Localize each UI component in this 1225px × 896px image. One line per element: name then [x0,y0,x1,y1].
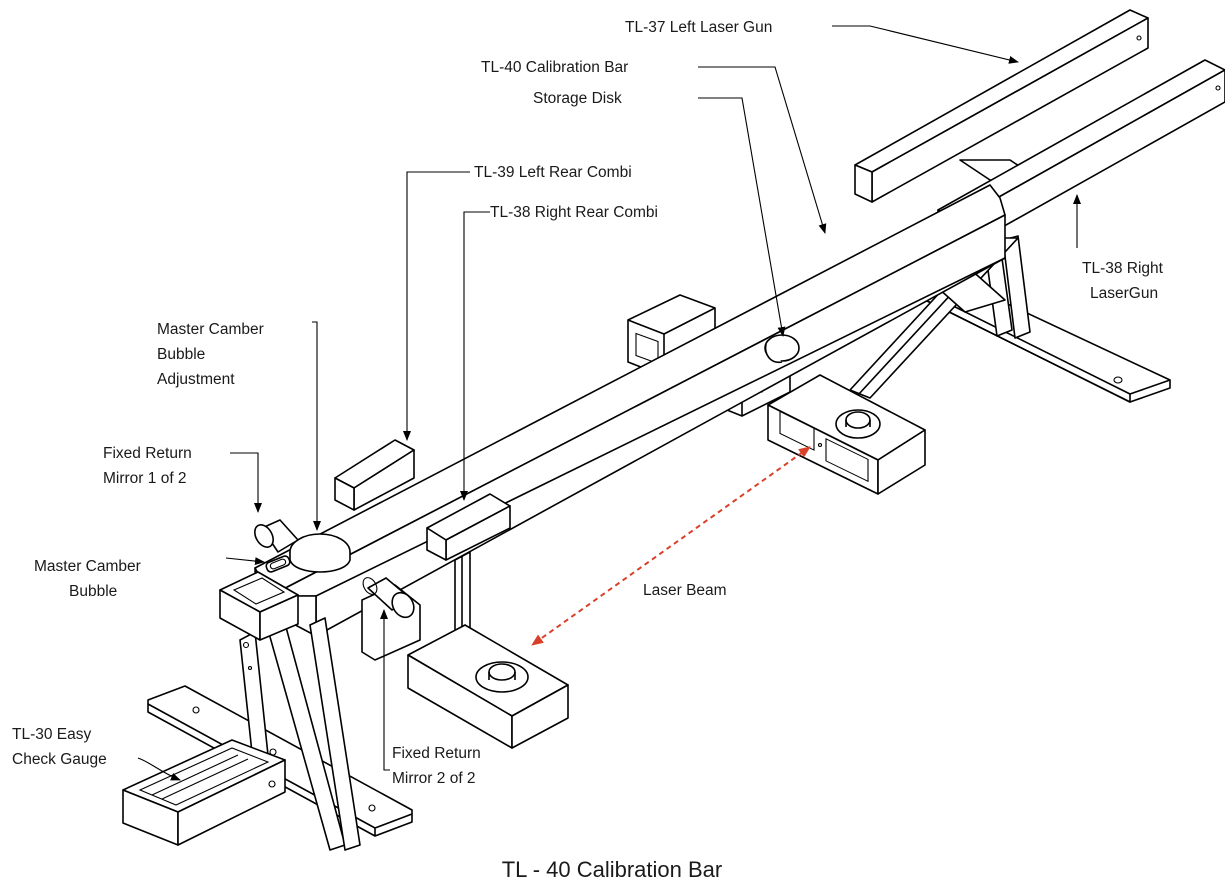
label-master-camber-adjustment-line3: Adjustment [157,371,235,388]
bolt-hole [1113,376,1123,384]
tl-37-left-laser-gun [854,9,1149,203]
tl-40-storage-disk [764,334,800,364]
label-tl-37-left-laser-gun: TL-37 Left Laser Gun [625,19,772,36]
leader-lines [137,25,1081,781]
label-master-camber-bubble-line2: Bubble [69,583,117,600]
label-tl-38-right-laser-line2: LaserGun [1090,285,1158,302]
label-tl-38-right-laser-line1: TL-38 Right [1082,260,1164,277]
label-master-camber-adjustment-line1: Master Camber [157,321,264,338]
label-laser-beam: Laser Beam [643,582,727,599]
tl-38-right-rear-combi [426,493,511,669]
labels: TL-37 Left Laser Gun TL-40 Calibration B… [12,19,1164,882]
fixed-return-mirror-2 [362,577,415,619]
diagram-title: TL - 40 Calibration Bar [502,857,723,882]
label-master-camber-bubble-line1: Master Camber [34,558,141,575]
label-tl-30-easy-check-line1: TL-30 Easy [12,726,92,743]
laser-port [1136,35,1142,41]
master-camber-bubble [265,555,291,573]
camber-adjuster-block [219,571,299,641]
label-fixed-mirror-1-line1: Fixed Return [103,445,192,462]
tl-39-left-rear-combi [334,439,415,511]
fixed-return-mirror-1 [254,519,299,553]
label-fixed-mirror-2-line1: Fixed Return [392,745,481,762]
label-master-camber-adjustment-line2: Bubble [157,346,205,363]
label-tl-40-calibration-bar: TL-40 Calibration Bar [481,59,628,76]
tl-30-easy-check-gauge [122,739,286,846]
master-camber-adjust-disk [289,533,351,573]
main-calibration-bar [254,184,1006,637]
laser-port [1215,85,1221,91]
label-tl-39-left-rear-combi: TL-39 Left Rear Combi [474,164,632,181]
front-base-pad [407,624,569,749]
label-fixed-mirror-2-line2: Mirror 2 of 2 [392,770,476,787]
laser-beam-line [531,446,811,646]
label-storage-disk: Storage Disk [533,90,622,107]
label-tl-30-easy-check-line2: Check Gauge [12,751,107,768]
label-fixed-mirror-1-line2: Mirror 1 of 2 [103,470,187,487]
right-front-combi-box [767,374,926,495]
label-tl-38-right-rear-combi: TL-38 Right Rear Combi [490,204,658,221]
